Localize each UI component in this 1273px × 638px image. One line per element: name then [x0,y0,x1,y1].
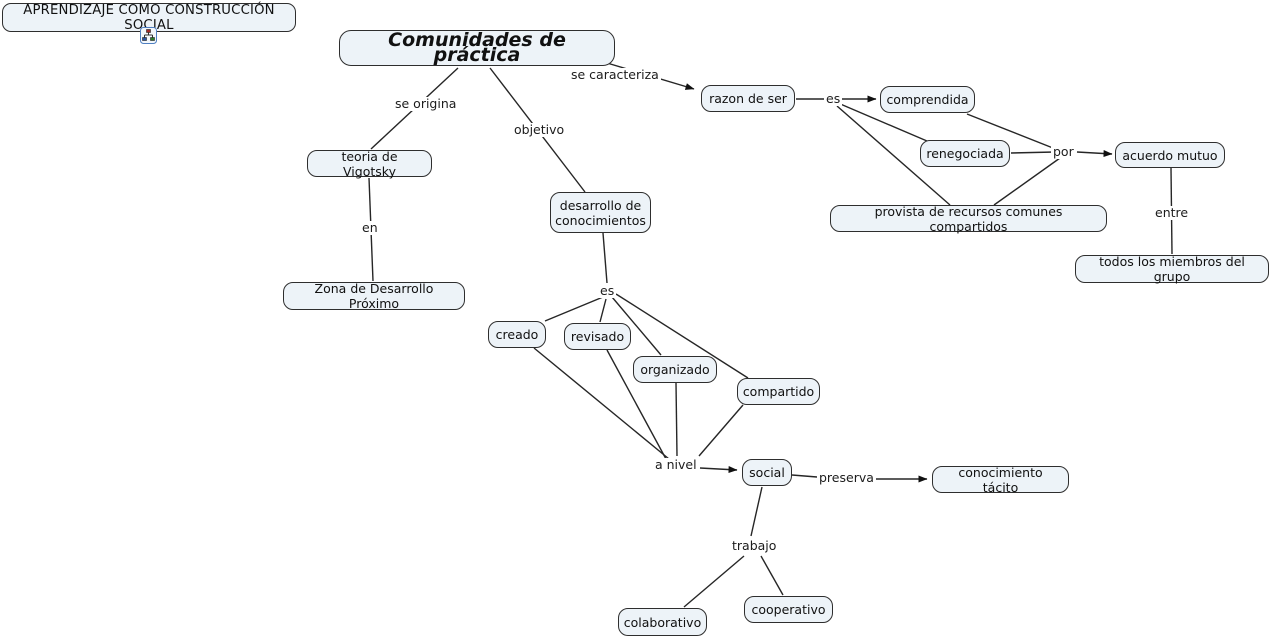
concept-node-compartido[interactable]: compartido [737,378,820,405]
link-label-se-origina[interactable]: se origina [393,96,459,111]
link-label-a-nivel[interactable]: a nivel [653,457,699,472]
concept-node-revisado[interactable]: revisado [564,323,631,350]
edge-line [698,404,744,457]
edge-line [1010,151,1056,154]
concept-node-desarrollo-conocimientos[interactable]: desarrollo de conocimientos [550,192,651,233]
edge-line [611,296,662,356]
link-label-en[interactable]: en [360,220,380,235]
edge-line [606,349,667,460]
concept-node-acuerdo-mutuo[interactable]: acuerdo mutuo [1115,142,1225,168]
concept-node-todos-los-miembros[interactable]: todos los miembros del grupo [1075,254,1269,284]
concept-node-creado[interactable]: creado [488,321,546,348]
concept-node-comprendida[interactable]: comprendida [880,86,975,113]
edge-line [993,157,1061,206]
edge-line [760,555,784,596]
concept-node-zona-desarrollo-proximo[interactable]: Zona de Desarrollo Próximo [283,281,465,311]
link-label-trabajo[interactable]: trabajo [730,538,779,553]
link-label-por[interactable]: por [1051,144,1076,159]
link-label-es-1[interactable]: es [824,91,843,106]
link-label-se-caracteriza[interactable]: se caracteriza [569,67,661,82]
edge-line [544,296,604,322]
concept-node-conocimiento-tacito[interactable]: conocimiento tácito [932,465,1069,495]
link-label-preserva[interactable]: preserva [817,470,876,485]
edge-line [836,105,951,206]
link-label-es-2[interactable]: es [598,283,617,298]
edge-line [615,293,749,379]
concept-node-provista-de-recursos[interactable]: provista de recursos comunes compartidos [830,204,1107,234]
edge-line [533,347,670,460]
edge-line [602,232,608,284]
concept-node-teoria-de-vigotsky[interactable]: teoria de Vigotsky [307,149,432,179]
edge-line [699,466,738,474]
concept-node-razon-de-ser[interactable]: razon de ser [701,85,795,112]
edge-line [683,555,745,608]
link-label-objetivo[interactable]: objetivo [512,122,567,137]
concept-node-comunidades-de-practica[interactable]: Comunidades de práctica [339,30,615,66]
concept-node-renegociada[interactable]: renegociada [920,140,1010,167]
concept-node-cooperativo[interactable]: cooperativo [744,596,833,623]
edge-line [837,102,928,142]
edge-line [599,298,607,323]
link-label-entre[interactable]: entre [1153,205,1191,220]
edge-line [791,474,818,478]
concept-map-resource-icon[interactable] [140,27,157,44]
edge-line [966,113,1059,151]
concept-node-colaborativo[interactable]: colaborativo [618,608,707,636]
edge-line [750,486,763,537]
concept-node-social[interactable]: social [742,459,792,486]
edge-line [675,382,678,457]
edge-line [1076,150,1113,158]
concept-node-organizado[interactable]: organizado [633,356,717,383]
